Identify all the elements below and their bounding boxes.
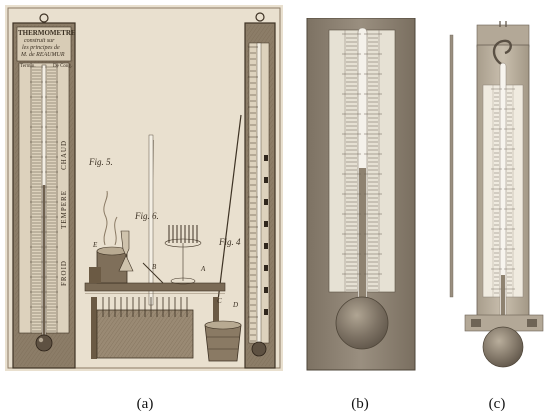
letter-a: A xyxy=(201,265,206,273)
panel-c-thermometer xyxy=(447,15,550,375)
side-word-froid: FROID xyxy=(60,260,68,287)
thermometer-c-illustration xyxy=(449,21,544,368)
caption-c: (c) xyxy=(488,396,506,412)
caption-a: (a) xyxy=(136,396,154,412)
letter-e: E xyxy=(93,241,98,249)
side-word-temp: TEMPERE xyxy=(60,190,68,229)
scale-left-header: Termin. xyxy=(20,64,36,69)
thermometer-b-illustration xyxy=(306,17,416,371)
fig5-label: Fig. 5. xyxy=(89,157,113,167)
engraving-illustration xyxy=(5,5,283,371)
letter-d: D xyxy=(233,301,239,309)
side-word-chaud: CHAUD xyxy=(60,140,68,170)
thermometer-title: THERMOMETRE xyxy=(18,29,76,37)
panel-a-engraving: THERMOMETRE construit sur les principes … xyxy=(5,5,283,371)
thermometer-subtitle-1: construit sur xyxy=(24,38,55,44)
panel-b-thermometer xyxy=(305,17,420,373)
letter-c: C xyxy=(217,297,222,305)
thermometer-subtitle-2: les principes de xyxy=(22,45,60,51)
fig4-label: Fig. 4 xyxy=(219,237,241,247)
thermometer-subtitle-3: M. de REAUMUR xyxy=(21,52,65,58)
letter-b: B xyxy=(152,263,157,271)
fig6-label: Fig. 6. xyxy=(135,211,159,221)
caption-b: (b) xyxy=(351,396,369,412)
scale-right-header: De Cong. xyxy=(53,64,73,69)
